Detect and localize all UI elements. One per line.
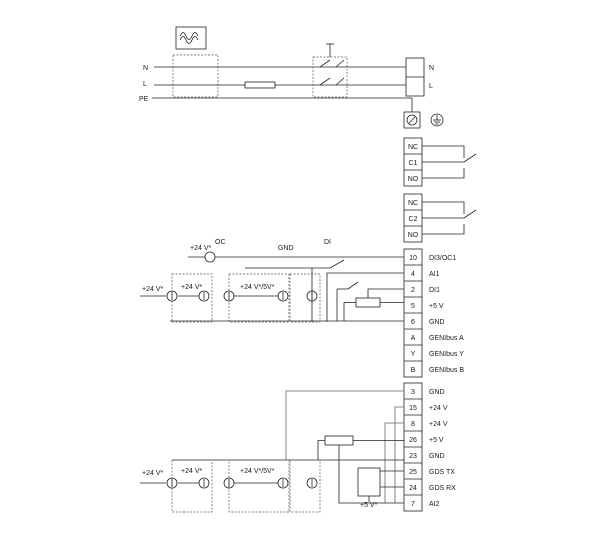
ground-icon — [430, 113, 444, 127]
lower-terminal-label-2: +24 V — [429, 405, 448, 412]
relay-1-terminal-c: C1 — [409, 160, 418, 167]
potentiometer-1 — [355, 297, 381, 308]
isolator-switch — [312, 56, 348, 98]
mains-label-pe: PE — [139, 96, 149, 103]
lower-terminal-label-5: GND — [429, 453, 445, 460]
terminal-label-l: L — [429, 83, 433, 90]
upper-terminal-num-4: 5 — [411, 303, 415, 310]
fuse — [244, 81, 276, 89]
mains-section: N L PE N L — [139, 26, 444, 129]
gnd-label: GND — [278, 245, 294, 252]
gds-supply-label: +5 V* — [360, 502, 378, 509]
upper-sensor-group: +24 V* +24 V* +24 V*/5V* — [140, 273, 321, 323]
sensor-icon — [166, 477, 178, 489]
emc-filter-enclosure — [172, 54, 219, 98]
relay-1-terminal-nc: NC — [408, 144, 418, 151]
lower-terminal-label-4: +5 V — [429, 437, 444, 444]
lower-terminal-num-7: 24 — [409, 485, 417, 492]
relay-2-terminal-c: C2 — [409, 216, 418, 223]
upper-terminal-num-6: A — [411, 335, 416, 342]
lower-wiring: +5 V* +24 V* +24 V* +24 V*/5V* — [140, 390, 404, 513]
upper-wiring: +24 V* OC GND DI +24 V* +24 V* +24 V*/5V… — [140, 239, 404, 323]
upper-terminal-num-2: 4 — [411, 271, 415, 278]
lower-terminal-num-2: 15 — [409, 405, 417, 412]
upper-terminal-label-7: GENIbus Y — [429, 351, 464, 358]
potentiometer-2 — [324, 435, 354, 446]
oc-label: OC — [215, 239, 226, 246]
upper-terminal-num-3: 2 — [411, 287, 415, 294]
upper-terminal-num-5: 6 — [411, 319, 415, 326]
oc-supply-label: +24 V* — [190, 245, 211, 252]
lower-terminal-label-8: AI2 — [429, 501, 440, 508]
sensor-icon — [306, 290, 318, 302]
relay-1: NC C1 NO — [403, 137, 477, 187]
upper-sensor-label-3: +24 V*/5V* — [240, 284, 275, 291]
relay-2-terminal-no: NO — [408, 232, 419, 239]
lower-terminal-num-6: 25 — [409, 469, 417, 476]
relay-2: NC C2 NO — [403, 193, 477, 243]
upper-terminal-label-5: GND — [429, 319, 445, 326]
upper-terminal-label-2: AI1 — [429, 271, 440, 278]
lower-terminal-num-8: 7 — [411, 501, 415, 508]
upper-terminal-num-8: B — [411, 367, 416, 374]
upper-terminal-label-1: DI3/OC1 — [429, 255, 456, 262]
lower-terminal-num-5: 23 — [409, 453, 417, 460]
lower-sensor-label-2: +24 V* — [181, 468, 202, 475]
upper-sensor-label-2: +24 V* — [181, 284, 202, 291]
lower-terminal-label-6: GDS TX — [429, 469, 455, 476]
upper-terminal-label-4: +5 V — [429, 303, 444, 310]
upper-terminal-num-1: 10 — [409, 255, 417, 262]
mains-label-n: N — [143, 65, 148, 72]
upper-terminal-num-7: Y — [411, 351, 416, 358]
terminal-label-n: N — [429, 65, 434, 72]
lower-sensor-label-3: +24 V*/5V* — [240, 468, 275, 475]
lower-terminal-num-4: 26 — [409, 437, 417, 444]
upper-terminal-block: 10 4 2 5 6 A Y B DI3/OC1 AI1 DI1 +5 V GN… — [403, 248, 464, 378]
oc-lamp — [204, 251, 216, 263]
lower-sensor-group: +24 V* +24 V* +24 V*/5V* — [140, 459, 321, 513]
di-label: DI — [324, 239, 331, 246]
sensor-icon — [306, 477, 318, 489]
relay-1-terminal-no: NO — [408, 176, 419, 183]
lower-sensor-label-1: +24 V* — [142, 470, 163, 477]
mains-label-l: L — [143, 81, 147, 88]
lower-terminal-num-1: 3 — [411, 389, 415, 396]
upper-terminal-label-6: GENIbus A — [429, 335, 464, 342]
upper-terminal-label-3: DI1 — [429, 287, 440, 294]
sensor-icon — [166, 290, 178, 302]
lower-terminal-label-1: GND — [429, 389, 445, 396]
lower-terminal-label-3: +24 V — [429, 421, 448, 428]
upper-sensor-label-1: +24 V* — [142, 286, 163, 293]
gds-sensor — [357, 467, 381, 497]
lower-terminal-num-3: 8 — [411, 421, 415, 428]
lower-terminal-block: 3 15 8 26 23 25 24 7 GND +24 V +24 V +5 … — [403, 382, 456, 512]
upper-terminal-label-8: GENIbus B — [429, 367, 464, 374]
lower-terminal-label-7: GDS RX — [429, 485, 456, 492]
relay-2-terminal-nc: NC — [408, 200, 418, 207]
